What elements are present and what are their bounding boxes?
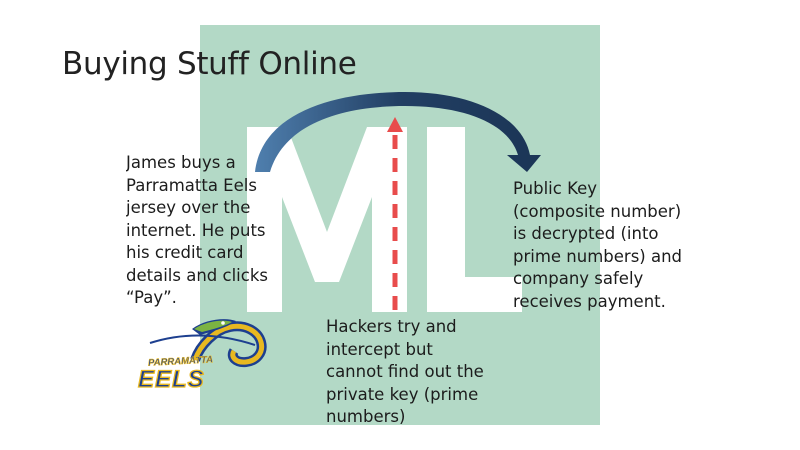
curved-arrow — [255, 92, 541, 172]
right-description: Public Key (composite number) is decrypt… — [513, 179, 683, 311]
parramatta-eels-logo: PARRAMATTA EELS — [137, 319, 267, 394]
logo-top-text: PARRAMATTA — [148, 354, 214, 368]
left-description: James buys a Parramatta Eels jersey over… — [126, 153, 268, 307]
logo-main-text: EELS — [138, 366, 205, 393]
dashed-arrow-head — [387, 117, 403, 132]
bottom-description: Hackers try and intercept but cannot fin… — [326, 317, 484, 426]
ml-watermark — [247, 127, 522, 312]
slide-title: Buying Stuff Online — [62, 46, 357, 82]
